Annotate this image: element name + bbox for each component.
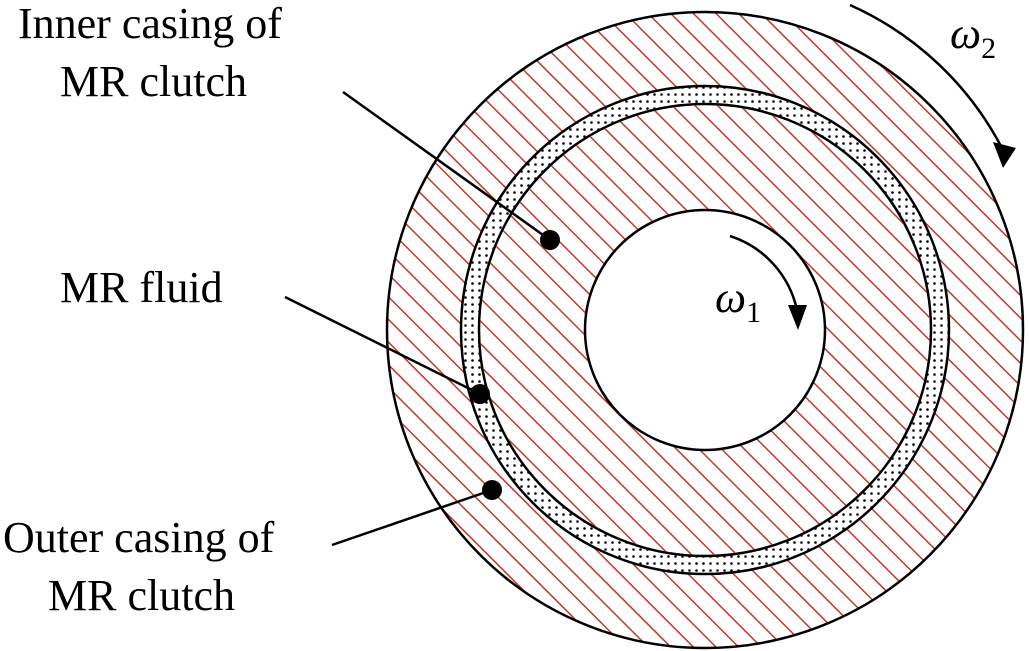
omega-outer-label: ω2 xyxy=(950,9,996,65)
label-inner-casing-line1: Inner casing of xyxy=(18,0,282,48)
omega-outer-arrow xyxy=(849,3,1005,151)
omega-outer-arrowhead xyxy=(993,142,1016,168)
dot-mr-fluid xyxy=(470,384,490,404)
omega-inner-subscript: 1 xyxy=(746,296,761,329)
omega-outer-symbol: ω xyxy=(950,9,981,58)
omega-inner-symbol: ω xyxy=(715,273,746,322)
dot-outer-casing xyxy=(482,480,502,500)
label-inner-casing-line2: MR clutch xyxy=(60,57,247,106)
leader-mr-fluid xyxy=(284,295,481,396)
dot-inner-casing xyxy=(540,230,560,250)
label-mr-fluid: MR fluid xyxy=(60,263,223,312)
leader-inner-casing xyxy=(342,90,551,242)
omega-inner-label: ω1 xyxy=(715,273,761,329)
leader-outer-casing xyxy=(331,488,493,547)
center-shaft xyxy=(583,208,827,452)
omega-outer-subscript: 2 xyxy=(981,32,996,65)
label-outer-casing-line1: Outer casing of xyxy=(3,513,275,562)
omega-inner-arrowhead xyxy=(788,305,807,330)
omega-inner-arrow xyxy=(729,234,799,311)
label-outer-casing-line2: MR clutch xyxy=(48,571,235,620)
